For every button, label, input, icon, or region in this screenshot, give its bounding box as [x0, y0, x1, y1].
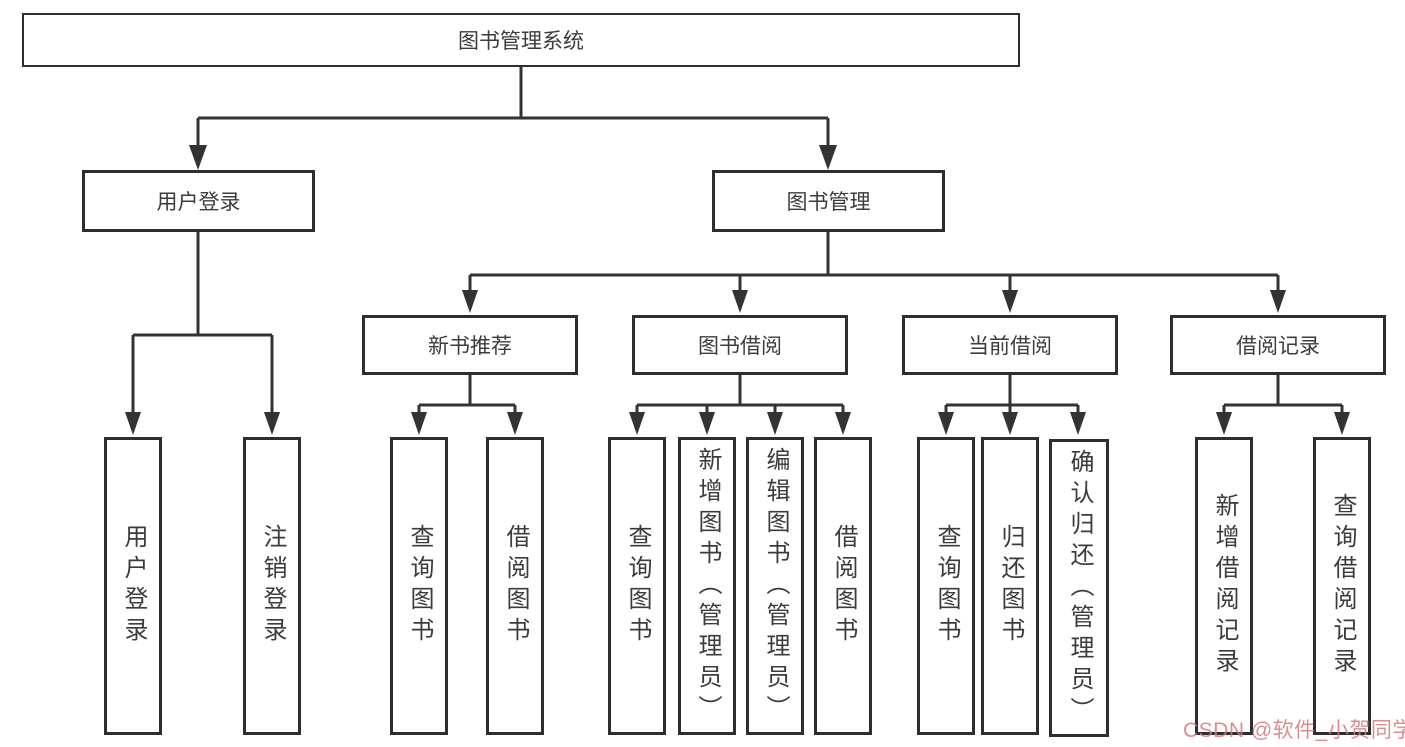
leaf-logout: 注销登录 — [243, 437, 301, 735]
leaf-borrow-books-1: 借阅图书 — [486, 437, 544, 735]
arrow-down-icon — [699, 412, 715, 435]
node-label: 查询图书 — [624, 524, 651, 648]
connector-user-login-to-leaves — [131, 232, 274, 414]
node-label: 编辑图书（管理员） — [762, 446, 789, 726]
arrow-down-icon — [819, 145, 837, 170]
leaf-confirm-return-admin: 确认归还（管理员） — [1049, 439, 1109, 737]
node-label: 借阅图书 — [830, 524, 857, 648]
arrow-down-icon — [938, 412, 954, 435]
connector-current-borrow-to-leaves — [944, 375, 1080, 414]
node-label: 查询借阅记录 — [1329, 493, 1356, 679]
arrow-down-icon — [264, 412, 280, 435]
connector-borrow-records-to-leaves — [1222, 375, 1344, 414]
node-book-management: 图书管理 — [712, 170, 945, 232]
arrow-down-icon — [189, 145, 207, 170]
leaf-query-borrow-record: 查询借阅记录 — [1313, 437, 1371, 735]
arrow-down-icon — [629, 412, 645, 435]
connector-book-management-to-level3 — [468, 232, 1280, 292]
leaf-user-login: 用户登录 — [104, 437, 162, 735]
node-label: 注销登录 — [259, 524, 286, 648]
leaf-borrow-books-2: 借阅图书 — [814, 437, 872, 735]
connector-new-books-to-leaves — [417, 375, 517, 414]
node-book-borrowing: 图书借阅 — [632, 315, 848, 375]
leaf-query-books-1: 查询图书 — [390, 437, 448, 735]
arrow-down-icon — [732, 290, 748, 313]
node-library-management-system: 图书管理系统 — [22, 13, 1020, 67]
node-label: 查询图书 — [933, 524, 960, 648]
node-label: 新增借阅记录 — [1211, 493, 1238, 679]
node-label: 新书推荐 — [428, 335, 512, 358]
node-label: 确认归还（管理员） — [1066, 448, 1093, 728]
node-label: 新增图书（管理员） — [694, 446, 721, 726]
arrow-down-icon — [507, 412, 523, 435]
arrow-down-icon — [767, 412, 783, 435]
arrow-down-icon — [462, 290, 478, 313]
node-label: 图书管理系统 — [458, 30, 584, 53]
node-label: 当前借阅 — [968, 335, 1052, 358]
leaf-query-books-3: 查询图书 — [917, 437, 975, 735]
node-borrowing-records: 借阅记录 — [1170, 315, 1386, 375]
leaf-return-books: 归还图书 — [981, 437, 1039, 735]
arrowheads — [125, 145, 1350, 435]
arrow-down-icon — [1002, 290, 1018, 313]
arrow-down-icon — [1334, 412, 1350, 435]
node-new-book-recommendation: 新书推荐 — [362, 315, 578, 375]
watermark: CSDN @软件_小贺同学 — [1183, 719, 1405, 742]
node-label: 图书借阅 — [698, 335, 782, 358]
arrow-down-icon — [411, 412, 427, 435]
node-label: 用户登录 — [156, 191, 241, 214]
node-label: 用户登录 — [120, 524, 147, 648]
arrow-down-icon — [1216, 412, 1232, 435]
leaf-edit-books-admin: 编辑图书（管理员） — [746, 437, 804, 735]
arrow-down-icon — [1070, 412, 1086, 435]
node-label: 借阅记录 — [1236, 335, 1320, 358]
node-current-borrowing: 当前借阅 — [902, 315, 1118, 375]
node-label: 图书管理 — [786, 191, 871, 214]
node-label: 查询图书 — [406, 524, 433, 648]
arrow-down-icon — [1002, 412, 1018, 435]
node-label: 借阅图书 — [502, 524, 529, 648]
connector-root-to-level2 — [196, 67, 830, 147]
node-user-login: 用户登录 — [82, 170, 315, 232]
leaf-add-books-admin: 新增图书（管理员） — [678, 437, 736, 735]
connector-book-borrow-to-leaves — [635, 375, 845, 414]
arrow-down-icon — [1270, 290, 1286, 313]
leaf-query-books-2: 查询图书 — [608, 437, 666, 735]
arrow-down-icon — [835, 412, 851, 435]
leaf-add-borrow-record: 新增借阅记录 — [1195, 437, 1253, 735]
node-label: 归还图书 — [997, 524, 1024, 648]
arrow-down-icon — [125, 412, 141, 435]
